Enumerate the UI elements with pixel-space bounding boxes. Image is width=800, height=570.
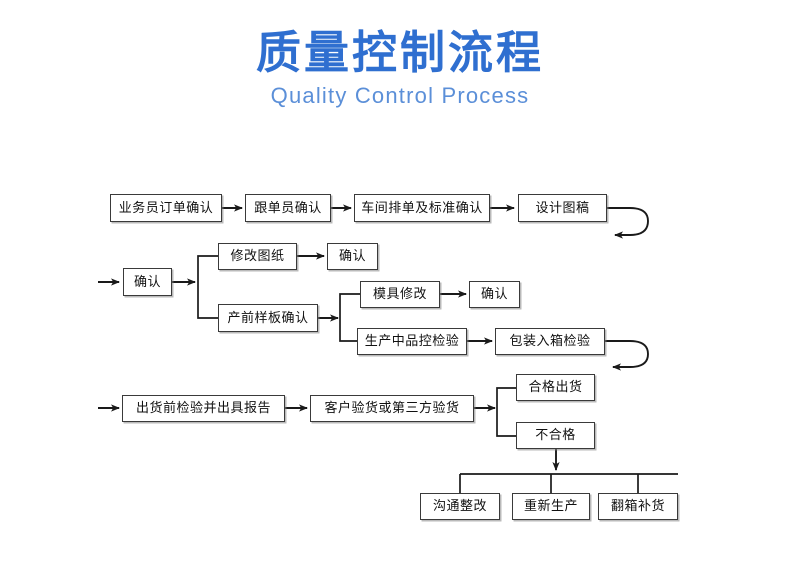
node-business-order-confirm[interactable]: 业务员订单确认: [110, 194, 222, 222]
node-label: 设计图稿: [535, 200, 590, 216]
node-label: 合格出货: [528, 380, 583, 395]
split-bracket-2: [339, 293, 360, 342]
node-pre-production-sample-confirm[interactable]: 产前样板确认: [218, 304, 318, 332]
node-design-draft[interactable]: 设计图稿: [518, 194, 607, 222]
node-label: 车间排单及标准确认: [361, 200, 483, 216]
node-unqualified[interactable]: 不合格: [516, 422, 595, 449]
node-mold-modification[interactable]: 模具修改: [360, 281, 440, 308]
node-label: 模具修改: [372, 287, 427, 302]
node-customer-or-third-party-inspection[interactable]: 客户验货或第三方验货: [310, 395, 474, 422]
split-bracket-1: [197, 255, 218, 319]
node-confirm-after-mold[interactable]: 确认: [469, 281, 520, 308]
loop-arrow-packing: [605, 340, 649, 371]
node-communicate-rectify[interactable]: 沟通整改: [420, 493, 500, 520]
node-label: 跟单员确认: [254, 200, 322, 216]
page-subtitle: Quality Control Process: [270, 83, 530, 108]
node-label: 沟通整改: [432, 499, 487, 514]
node-merchandiser-confirm[interactable]: 跟单员确认: [245, 194, 331, 222]
loop-arrow-design: [607, 207, 649, 239]
node-packing-inspection[interactable]: 包装入箱检验: [495, 328, 605, 355]
node-label: 出货前检验并出具报告: [135, 401, 271, 416]
node-label: 不合格: [535, 428, 576, 443]
page-title: 质量控制流程: [255, 26, 544, 79]
node-pre-shipment-inspection-report[interactable]: 出货前检验并出具报告: [122, 395, 285, 422]
node-confirm-after-revise[interactable]: 确认: [327, 243, 378, 270]
node-label: 翻箱补货: [610, 499, 665, 514]
fanout-bracket: [459, 473, 678, 493]
node-in-production-quality-inspection[interactable]: 生产中品控检验: [357, 328, 467, 355]
node-reproduce[interactable]: 重新生产: [512, 493, 590, 520]
node-label: 修改图纸: [230, 249, 285, 264]
node-label: 产前样板确认: [227, 310, 309, 326]
node-repack-replenish[interactable]: 翻箱补货: [598, 493, 678, 520]
node-label: 生产中品控检验: [364, 334, 460, 349]
node-workshop-schedule-standard-confirm[interactable]: 车间排单及标准确认: [354, 194, 490, 222]
node-label: 重新生产: [523, 499, 578, 514]
node-revise-drawing[interactable]: 修改图纸: [218, 243, 297, 270]
node-confirm-row2[interactable]: 确认: [123, 268, 172, 296]
node-label: 包装入箱检验: [509, 334, 591, 349]
node-label: 确认: [133, 274, 161, 290]
split-bracket-3: [496, 387, 516, 437]
node-label: 确认: [480, 287, 508, 302]
node-qualified-shipment[interactable]: 合格出货: [516, 374, 595, 401]
node-label: 客户验货或第三方验货: [324, 401, 460, 416]
node-label: 确认: [338, 249, 366, 264]
node-label: 业务员订单确认: [118, 200, 214, 216]
page-header: 质量控制流程 Quality Control Process: [0, 26, 800, 110]
